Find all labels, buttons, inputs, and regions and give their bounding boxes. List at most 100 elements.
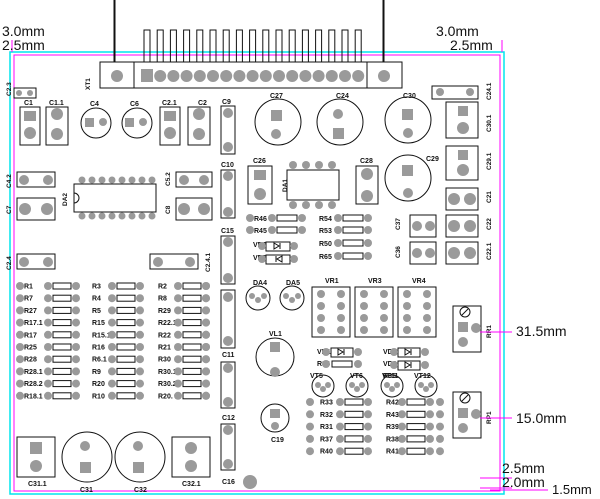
resistor-pad: [436, 398, 444, 406]
resistor-arrays: R1R7R27R17.1R17R25R28R28.1R28.2R18.1R3R4…: [16, 282, 444, 456]
label-c26: C26: [253, 158, 266, 165]
resistor-pad: [108, 367, 116, 376]
trimmer-pad: [337, 314, 345, 322]
label-c2-1: C2.1: [162, 100, 177, 107]
resistor-body: [52, 392, 72, 400]
trimmer-pad: [423, 302, 431, 310]
resistor-body: [342, 214, 364, 222]
label-vl1: VL1: [269, 331, 282, 338]
resistor-label: R22: [158, 332, 171, 339]
resistor-pad: [72, 367, 80, 376]
resistor-pad: [336, 422, 344, 431]
transistor-pad: [418, 382, 424, 388]
connector-pad: [154, 70, 167, 82]
resistor-label: R41: [386, 449, 399, 456]
resistor-pad: [174, 379, 182, 388]
resistor-pad: [436, 410, 444, 419]
connector-pad: [352, 70, 365, 82]
ic-pad: [328, 161, 336, 169]
transistor-pad: [325, 382, 331, 388]
trimmer-pad: [317, 290, 325, 298]
resistor-body: [342, 252, 364, 260]
resistor-pad: [202, 391, 210, 400]
resistor-pad: [398, 447, 406, 456]
resistor-body: [182, 392, 202, 400]
label-c30: C30: [403, 93, 416, 100]
trimmer-pad: [380, 302, 388, 310]
resistor-body: [52, 355, 72, 363]
resistor-pad: [136, 367, 144, 376]
resistor-body: [182, 306, 202, 314]
transistor-pad: [349, 382, 355, 388]
label-c6: C6: [130, 101, 139, 108]
connector-pad: [286, 70, 299, 82]
resistor-body: [182, 331, 202, 339]
resistor-label: R15.1: [92, 332, 111, 339]
resistor-body: [344, 423, 364, 431]
resistor-pad: [398, 422, 406, 431]
resistor-pad: [364, 410, 372, 419]
trimmer-pad: [360, 314, 368, 322]
resistor-pad: [72, 294, 80, 303]
resistor-pad: [306, 422, 314, 431]
resistor-label: R15: [92, 320, 105, 327]
resistor-body: [52, 367, 72, 375]
label-c16: C16: [222, 479, 235, 486]
connector-pad: [246, 70, 259, 82]
label-r53: R53: [319, 228, 332, 235]
resistor-pad: [174, 294, 182, 303]
resistor-pad: [364, 252, 372, 260]
dim-top-right-outer: 3.0mm: [436, 23, 479, 39]
resistor-body: [344, 398, 364, 406]
connector-pin: [328, 29, 336, 63]
ic-pad: [78, 176, 86, 184]
resistor-pad: [298, 214, 306, 222]
mid-upper-components: C4.2 C7 DA2 C5.2 C8 C10 C26 DA1 C28 C29 …: [6, 145, 493, 265]
resistor-label: R8: [158, 296, 167, 303]
resistor-pad: [16, 379, 24, 388]
resistor-pad: [426, 422, 434, 431]
ic-pad: [78, 212, 86, 220]
resistor-pad: [336, 434, 344, 443]
resistor-pad: [16, 306, 24, 315]
resistor-body: [116, 282, 136, 290]
resistor-pad: [136, 343, 144, 351]
center-resistor-block: R46 R45 R54 R53 R50 R65 VD2 VD5: [246, 214, 372, 265]
connector-pad: [233, 70, 246, 82]
resistor-pad: [364, 214, 372, 222]
resistor-label: R33: [320, 400, 333, 407]
resistor-pad: [72, 330, 80, 339]
resistor-body: [116, 319, 136, 327]
trimmer-pad: [380, 290, 388, 298]
resistor-label: R17.1: [24, 320, 43, 327]
connector-pin: [143, 29, 151, 63]
resistor-label: R28.2: [24, 381, 43, 388]
transistor-body: [345, 374, 369, 398]
connector-pad: [207, 70, 219, 82]
trimmer-pad: [423, 314, 431, 322]
resistor-pad: [364, 422, 372, 431]
trimmer-pad: [337, 302, 345, 310]
resistor-pad: [364, 239, 372, 247]
label-c2: C2: [198, 100, 207, 107]
trimmer-pad: [403, 290, 411, 298]
label-c28: C28: [360, 158, 373, 165]
connector-pin: [196, 29, 204, 63]
resistor-label: R5: [92, 308, 101, 315]
label-c12: C12: [222, 415, 235, 422]
resistor-pad: [108, 294, 116, 303]
label-c4-2: C4.2: [6, 174, 13, 188]
ic-pad: [289, 201, 297, 209]
label-rp1: RP1: [486, 411, 493, 424]
resistor-label: R42: [386, 400, 399, 407]
top-capacitors: C2.3 C1 C1.1 C4 C6 C2.1 C2 C9 C27 C24 C3…: [6, 82, 493, 155]
label-vr4: VR4: [412, 278, 426, 285]
resistor-pad: [334, 226, 342, 234]
resistor-pad: [306, 447, 314, 456]
transistor-pad: [320, 386, 326, 392]
connector-xt1: XT1: [85, 0, 403, 90]
connector-pin: [183, 29, 191, 63]
label-vt5: VT5: [310, 373, 323, 380]
resistor-label: R28.1: [24, 369, 43, 376]
transistor-body: [380, 374, 404, 398]
